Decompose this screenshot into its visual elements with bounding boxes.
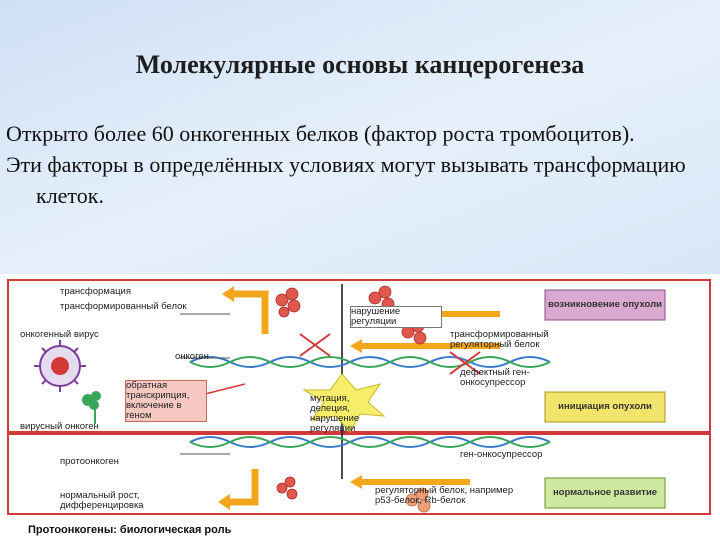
label-oncogenic-virus: онкогенный вирус [20,329,99,340]
slide-body: Открыто более 60 онкогенных белков (факт… [6,118,706,211]
dna-strand-lower-a [189,436,551,448]
slide-title: Молекулярные основы канцерогенеза [135,50,585,79]
lower-protein-cluster [405,487,431,513]
label-regulatory-protein: регуляторный белок, например р53-белок, … [375,485,514,506]
label-mutation: мутация, делеция, нарушение регуляции [310,393,360,434]
label-protooncogene: протоонкоген [60,456,119,467]
dna-strand-upper-b [189,356,551,368]
tumor-box [544,289,666,321]
regulatory-protein-arrowhead [350,339,362,353]
transformation-arrow [232,290,269,334]
normal-protein-cluster [276,476,298,500]
diagram-caption: Протоонкогены: биологическая роль [28,524,232,536]
defect-cross-1b [299,333,331,357]
paragraph-oncogenic-proteins: Открыто более 60 онкогенных белков (факт… [6,121,635,146]
viral-oncogene-icon [82,391,101,410]
label-regulation-disorder: нарушение регуляции [350,306,442,328]
label-normal-growth: нормальный рост, дифференцировка [60,490,144,511]
mutation-star [302,373,386,433]
virus-icon [34,340,86,392]
defect-cross-2b [449,351,481,375]
normal-box [544,477,666,509]
label-transformation: трансформация [60,286,132,297]
label-transformed-regulatory-protein: трансформированный регуляторный белок [450,329,549,350]
protooncogene-diagram: трансформация трансформированный белок о… [0,274,720,540]
reverse-transcription-arrow [204,383,246,395]
box-normal-development: нормальное развитие [552,487,658,498]
normal-growth-arrowhead [218,494,230,510]
label-suppressor-gene: ген-онкосупрессор [460,449,543,460]
transformation-arrowhead [222,286,234,302]
initiation-box [544,391,666,423]
dna-strand-upper-a [189,356,551,368]
upper-frame [7,279,711,433]
paragraph-transformation: Эти факторы в определённых условиях могу… [6,152,686,208]
dna-strand-lower-b [189,436,551,448]
lower-protein-arrowhead [350,475,362,489]
lower-frame [7,433,711,515]
label-transformed-protein: трансформированный белок [60,301,187,312]
label-defective-suppressor: дефектный ген-онкосупрессор [460,367,530,388]
box-tumor-initiation: инициация опухоли [558,401,652,412]
label-reverse-transcription: обратная транскрипция, включение в геном [125,380,207,422]
normal-growth-arrow [228,469,259,506]
label-oncogene: онкоген [175,351,209,362]
transformed-protein-cluster [275,287,301,318]
diagram-graphics [7,279,711,515]
label-viral-oncogene: вирусный онкоген [20,421,99,432]
box-tumor-emergence: возникновение опухоли [548,299,662,310]
